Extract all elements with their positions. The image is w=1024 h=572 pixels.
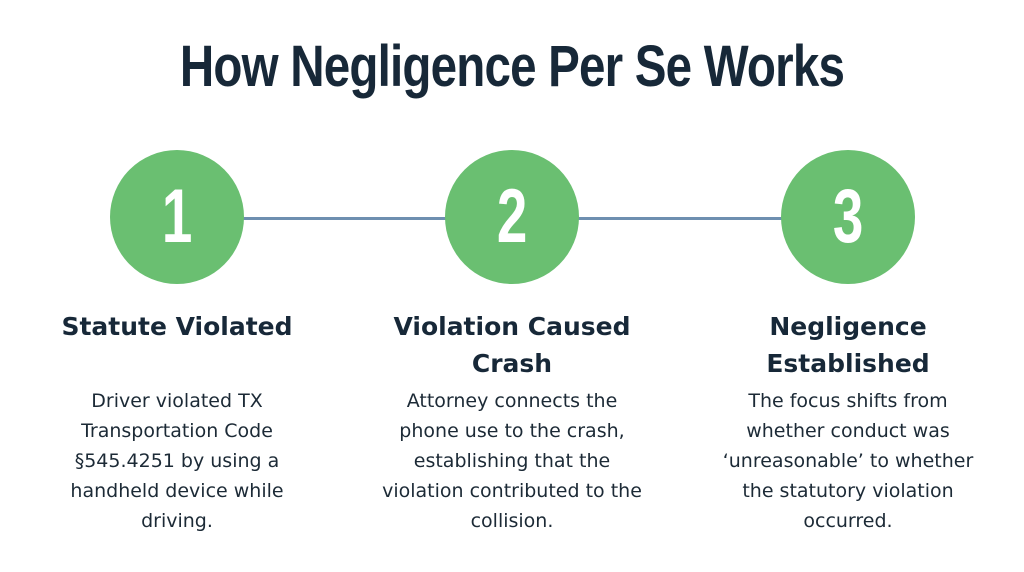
step-3-number: 3 [832, 174, 864, 259]
step-3-circle: 3 [781, 150, 915, 284]
step-2-circle: 2 [445, 150, 579, 284]
step-2-description: Attorney connects the phone use to the c… [382, 390, 642, 532]
step-2-title: Violation Caused Crash [393, 312, 631, 378]
step-1-title: Statute Violated [61, 312, 293, 341]
step-3: 3 Negligence Established The focus shift… [698, 150, 998, 536]
step-1: 1 Statute Violated Driver violated TX Tr… [27, 150, 327, 536]
connector-line-1-2 [240, 217, 450, 220]
step-1-circle: 1 [110, 150, 244, 284]
step-2-number: 2 [496, 174, 528, 259]
step-1-number: 1 [161, 174, 193, 259]
step-1-description: Driver violated TX Transportation Code §… [70, 390, 284, 532]
step-2: 2 Violation Caused Crash Attorney connec… [362, 150, 662, 536]
step-3-description: The focus shifts from whether conduct wa… [722, 390, 974, 532]
page-title: How Negligence Per Se Works [179, 34, 845, 99]
step-3-title: Negligence Established [766, 312, 930, 378]
connector-line-2-3 [575, 217, 785, 220]
